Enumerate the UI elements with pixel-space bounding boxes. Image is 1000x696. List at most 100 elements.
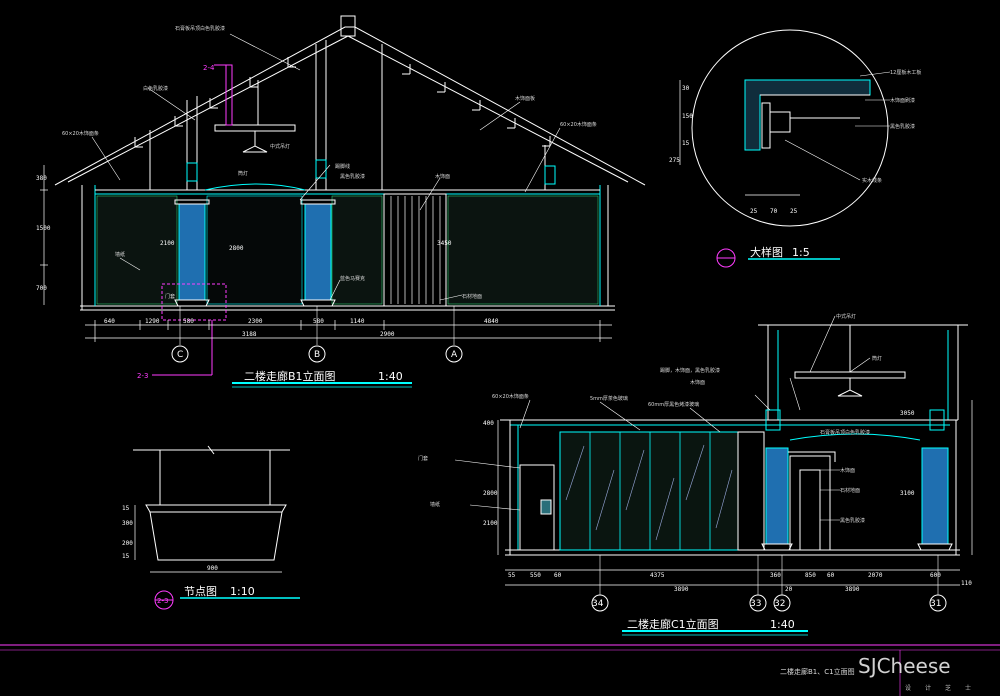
b1-dim: 640 [104, 318, 115, 325]
c1-dim: 60 [827, 572, 835, 579]
b1-dim-left: 700 [36, 285, 47, 292]
callout-2-3-b1: 2-3 [137, 372, 148, 380]
watermark-sub: 芝 [945, 684, 951, 692]
elevation-c1 [454, 315, 973, 636]
axis-b-label: B [314, 350, 320, 360]
detail-large-circle [679, 29, 891, 268]
c1-note: 踢脚，木饰面，黑色乳胶漆 [660, 367, 720, 374]
watermark-sub: 计 [925, 684, 931, 692]
c1-dim: 60 [554, 572, 562, 579]
b1-note: 木饰面板 [515, 95, 535, 102]
b1-note: 木饰面 [435, 173, 450, 180]
c1-dim: 110 [961, 580, 972, 587]
c1-dim: 600 [930, 572, 941, 579]
b1-dim-total: 2900 [380, 331, 395, 338]
node-dim: 200 [122, 540, 133, 547]
detail-node [133, 445, 300, 610]
c1-note: 5mm厚茶色玻璃 [590, 395, 628, 402]
b1-dim: 4840 [484, 318, 499, 325]
c1-note: 石膏板吊顶白色乳胶漆 [820, 429, 870, 436]
node-dim: 15 [122, 553, 130, 560]
c1-dim-total: 3890 [845, 586, 860, 593]
b1-note: 60×20木饰面条 [62, 130, 99, 137]
b1-note: 60×20木饰面条 [560, 121, 597, 128]
b1-dim: 580 [313, 318, 324, 325]
elevation-b1-scale: 1:40 [378, 370, 403, 383]
c1-note: 60mm厚黑色烤漆玻璃 [648, 401, 699, 408]
c1-dim: 550 [530, 572, 541, 579]
watermark-sub: 士 [965, 684, 971, 692]
c1-dim-total: 20 [785, 586, 793, 593]
c1-note: 60×20木饰面条 [492, 393, 529, 400]
footer-drawing-name: 二楼走廊B1、C1立面图 [780, 667, 855, 676]
node-dim: 900 [207, 565, 218, 572]
axis-32-label: 32 [774, 599, 785, 609]
detail-dim: 25 [790, 208, 798, 215]
c1-dim-total: 3890 [674, 586, 689, 593]
b1-dim-vertical: 2100 [160, 240, 175, 247]
detail-dim: 30 [682, 85, 690, 92]
c1-dim-right: 3100 [900, 490, 915, 497]
b1-dim: 580 [183, 318, 194, 325]
c1-note: 墙纸 [430, 501, 440, 508]
callout-2-4: 2-4 [203, 64, 215, 72]
b1-note: 石膏板吊顶白色乳胶漆 [175, 25, 225, 32]
callout-2-3-node: 2-3 [157, 597, 168, 605]
detail-dim: 70 [770, 208, 778, 215]
b1-note: 筒灯 [238, 170, 248, 177]
detail-dim: 275 [669, 157, 680, 164]
detail-dim: 25 [750, 208, 758, 215]
axis-c-label: C [177, 350, 183, 360]
elevation-c1-title: 二楼走廊C1立面图 [627, 617, 719, 631]
c1-note: 中式吊灯 [836, 313, 856, 320]
c1-note: 木饰面 [690, 379, 705, 386]
detail-node-title: 节点图 [184, 585, 217, 598]
axis-34-label: 34 [592, 599, 604, 609]
watermark-logo: SJCheese [858, 654, 951, 678]
b1-note: 蓝色马赛克 [340, 275, 365, 282]
c1-dim: 850 [805, 572, 816, 579]
b1-dim: 1290 [145, 318, 160, 325]
axis-31-label: 31 [930, 599, 941, 609]
c1-dim-left: 2800 [483, 490, 498, 497]
c1-note: 黑色乳胶漆 [840, 517, 865, 524]
detail-dim: 150 [682, 113, 693, 120]
b1-dim-total: 3188 [242, 331, 257, 338]
detail-node-scale: 1:10 [230, 585, 255, 598]
title-block [0, 644, 1000, 696]
axis-a-label: A [451, 350, 458, 360]
b1-note: 墙纸 [115, 251, 125, 258]
elevation-b1-title: 二楼走廊B1立面图 [244, 369, 336, 383]
elevation-c1-scale: 1:40 [770, 618, 795, 631]
b1-dim: 1140 [350, 318, 365, 325]
c1-note: 石材地面 [840, 487, 860, 494]
detail-large-scale: 1:5 [792, 246, 810, 259]
node-dim: 300 [122, 520, 133, 527]
c1-dim: 360 [770, 572, 781, 579]
b1-note: 门套 [165, 293, 175, 300]
detail-note: 木饰面刷漆 [890, 97, 915, 104]
c1-note: 筒灯 [872, 355, 882, 362]
c1-dim: 2070 [868, 572, 883, 579]
b1-dim-vertical: 2800 [229, 245, 244, 252]
detail-note: 黑色乳胶漆 [890, 123, 915, 130]
c1-dim-right: 3050 [900, 410, 915, 417]
b1-dim-vertical: 3450 [437, 240, 452, 247]
c1-note: 门套 [418, 455, 428, 462]
b1-note: 踢脚线 [335, 163, 350, 170]
node-dim: 15 [122, 505, 130, 512]
watermark-sub: 设 [905, 684, 911, 692]
b1-note: 石材地面 [462, 293, 482, 300]
b1-note: 黑色乳胶漆 [340, 173, 365, 180]
b1-dim: 2300 [248, 318, 263, 325]
b1-note: 中式吊灯 [270, 143, 290, 150]
c1-dim: 55 [508, 572, 516, 579]
c1-dim: 4375 [650, 572, 665, 579]
detail-note: 实木线条 [862, 177, 882, 184]
b1-note: 白色乳胶漆 [143, 85, 168, 92]
c1-dim-left: 400 [483, 420, 494, 427]
c1-dim-left: 2100 [483, 520, 498, 527]
detail-dim: 15 [682, 140, 690, 147]
detail-note: 12厘板木工板 [890, 69, 921, 76]
